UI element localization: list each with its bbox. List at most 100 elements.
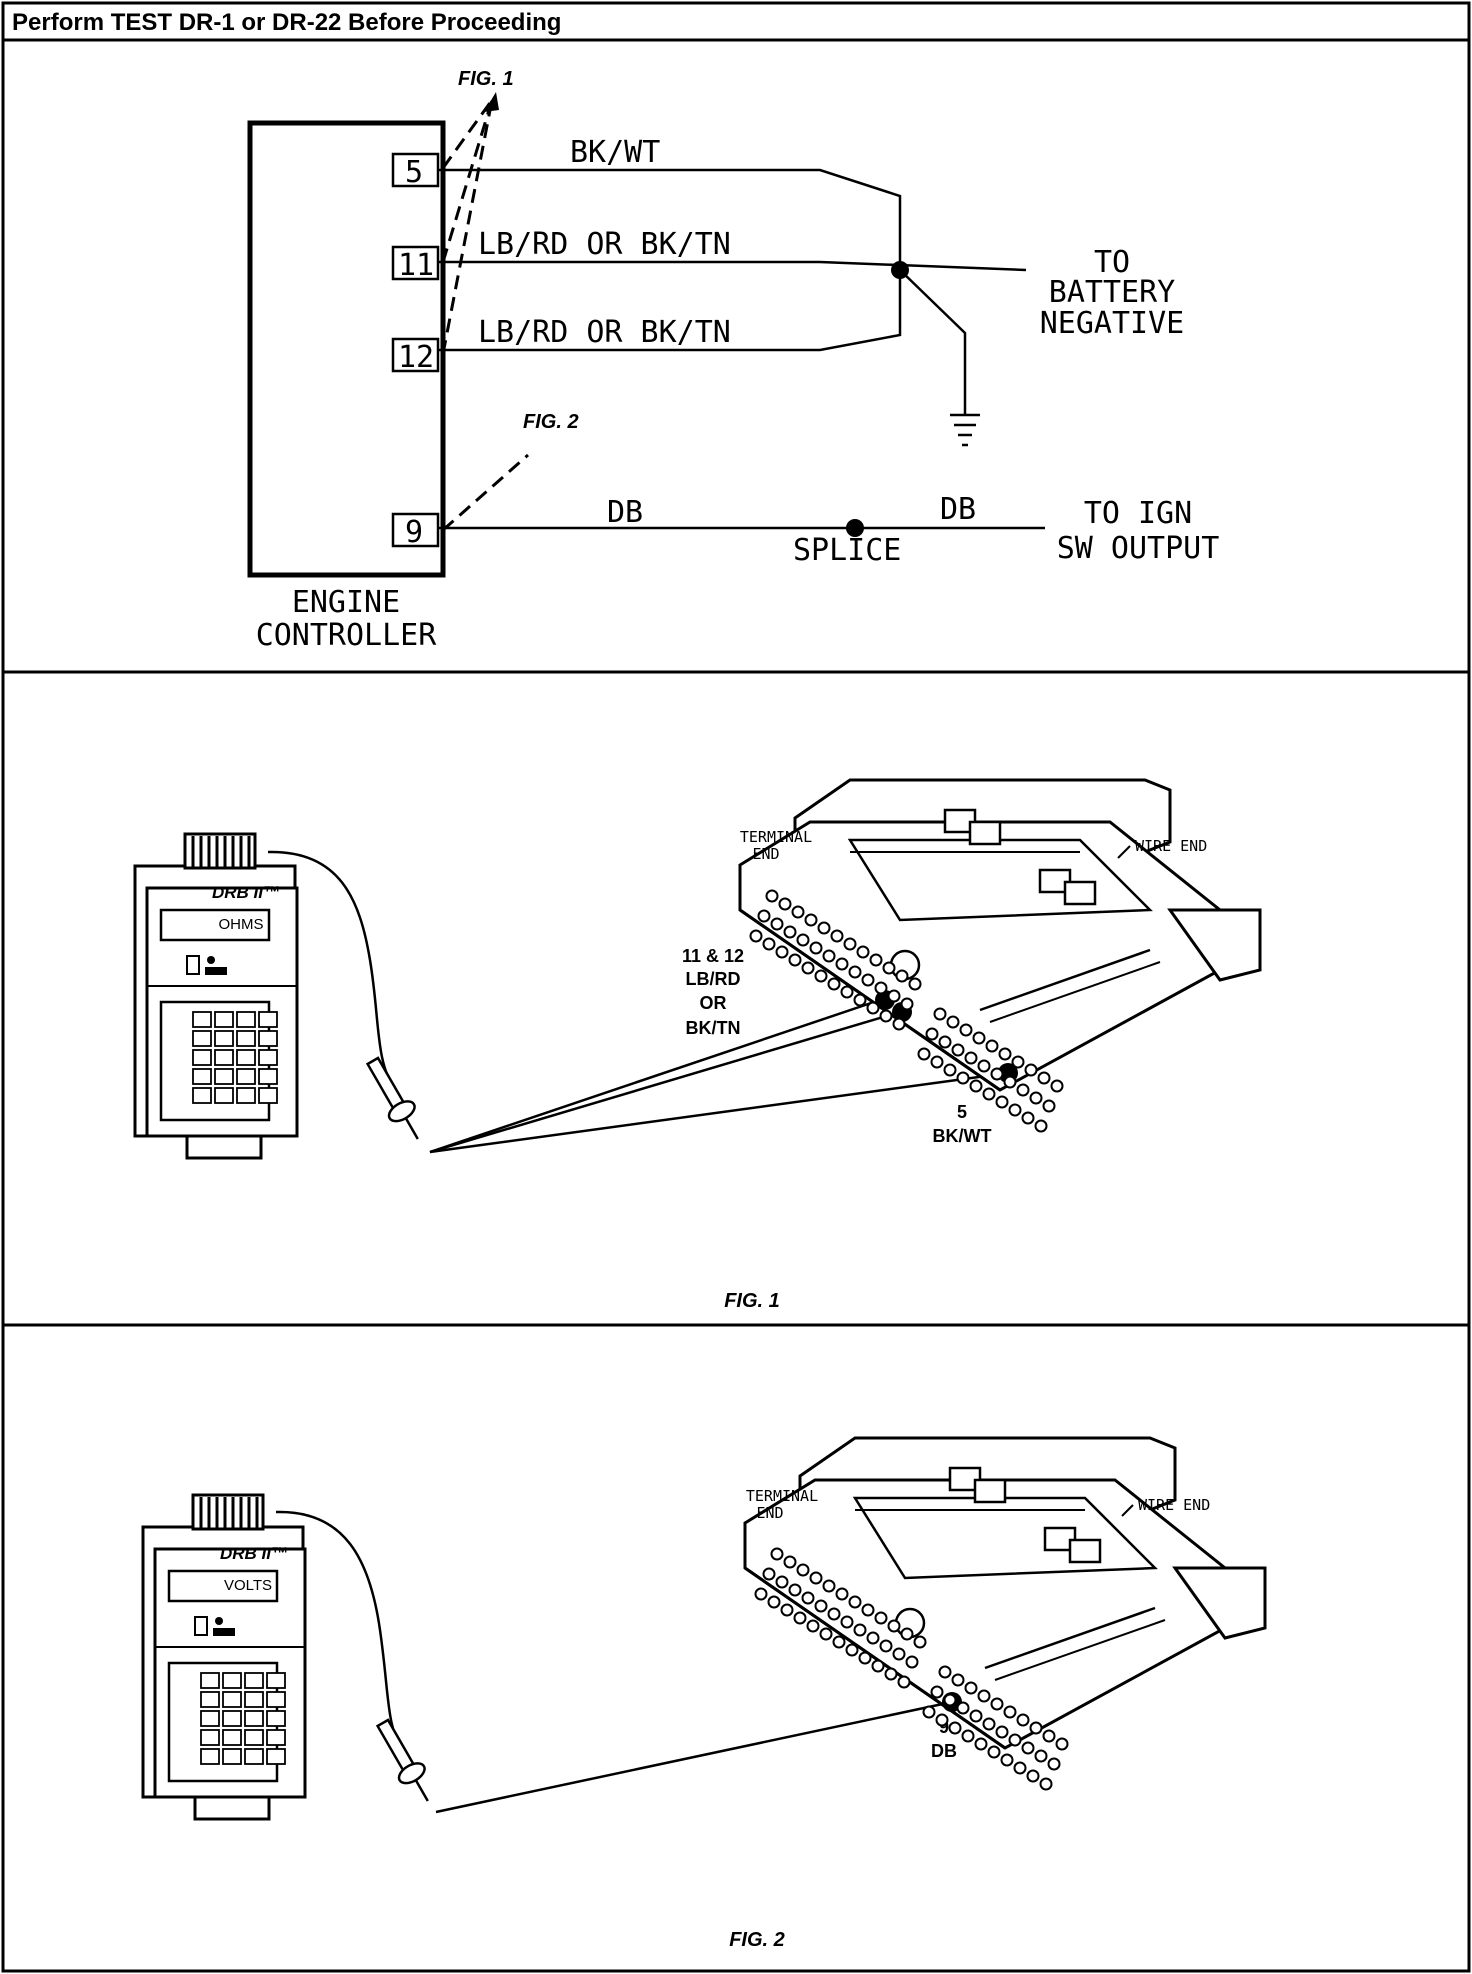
fig1-caption: FIG. 1 [724,1290,780,1312]
connector-terminal [948,1721,962,1735]
connector-terminal [961,1729,975,1743]
connector-terminal [995,1095,1009,1109]
connector-terminal [835,957,849,971]
connector-terminal [930,1685,944,1699]
fig1-probe [365,1056,419,1140]
connector-terminal [974,1737,988,1751]
connector-terminal [1037,1071,1051,1085]
wire-lbrd-12-label: LB/RD OR BK/TN [478,315,731,350]
fig1-tester-brand: DRB II™ [212,883,280,902]
connector-terminal [840,985,854,999]
connector-terminal [897,1675,911,1689]
connector-terminal [938,1035,952,1049]
connector-terminal [879,1009,893,1023]
connector-terminal [791,905,805,919]
connector-terminal [817,921,831,935]
connector-terminal [871,1659,885,1673]
fig1-callout-label: FIG. 1 [458,68,514,90]
fig1-probe-label-a-line1: 11 & 12 [682,946,744,966]
connector-terminal [780,1603,794,1617]
fig1-probe-label-b-line1: 5 [957,1102,967,1122]
connector-terminal [793,1611,807,1625]
connector-terminal [827,1607,841,1621]
connector-terminal [990,1067,1004,1081]
connector-terminal [1029,1721,1043,1735]
connector-terminal [874,1611,888,1625]
connector-terminal [943,1063,957,1077]
connector-terminal [990,1697,1004,1711]
connector-terminal [845,1643,859,1657]
battery-label-line1: TO [1094,245,1130,280]
connector-terminal [1021,1111,1035,1125]
pin-5-box [391,152,440,188]
connector-terminal [801,1591,815,1605]
connector-terminal [809,941,823,955]
connector-terminal [943,1693,957,1707]
fig2-test-lead [275,1510,407,1761]
fig1-test-lead [267,850,397,1091]
connector-terminal [1034,1119,1048,1133]
fig2-terminal-end-line1: TERMINAL [746,1487,818,1505]
fig2-callout-line [442,453,529,532]
connector-terminal [832,1635,846,1649]
connector-terminal [1029,1091,1043,1105]
fig2-probe [375,1718,429,1802]
ground-symbol [950,413,980,447]
connector-terminal [814,969,828,983]
wire-bkwt-label: BK/WT [570,135,660,170]
fig2-wire-end: WIRE END [1138,1496,1210,1514]
connector-terminal [1034,1749,1048,1763]
wire-db-right-label: DB [940,492,976,527]
connector-terminal [754,1587,768,1601]
connector-terminal [964,1681,978,1695]
connector-terminal [951,1043,965,1057]
connector-terminal [1013,1761,1027,1775]
fig1-connector-pins [749,889,1064,1133]
connector-terminal [843,937,857,951]
wire-lbrd-11-label: LB/RD OR BK/TN [478,227,731,262]
connector-terminal [762,1567,776,1581]
connector-terminal [887,1619,901,1633]
connector-terminal [801,961,815,975]
connector-terminal [969,1709,983,1723]
connector-terminal [775,945,789,959]
connector-terminal [778,897,792,911]
connector-terminal [882,961,896,975]
connector-terminal [1000,1753,1014,1767]
connector-terminal [977,1689,991,1703]
fig2-caption: FIG. 2 [729,1929,785,1951]
connector-terminal [930,1055,944,1069]
connector-terminal [866,1631,880,1645]
fig2-connector-pins [754,1547,1069,1791]
connector-terminal [1016,1083,1030,1097]
battery-label-line2: BATTERY [1049,275,1175,310]
header-title: Perform TEST DR-1 or DR-22 Before Procee… [12,9,561,36]
connector-terminal [900,997,914,1011]
fig1-probe-lines [429,998,1009,1154]
connector-terminal [819,1627,833,1641]
connector-terminal [830,929,844,943]
fig1-tester-display: OHMS [219,916,264,933]
splice-label: SPLICE [793,533,901,568]
fig1-callout-lines [441,99,494,355]
connector-terminal [848,1595,862,1609]
ign-label-line2: SW OUTPUT [1057,531,1220,566]
connector-terminal [861,973,875,987]
connector-terminal [959,1023,973,1037]
connector-terminal [835,1587,849,1601]
connector-terminal [757,909,771,923]
connector-terminal [767,1595,781,1609]
connector-terminal [840,1615,854,1629]
splice-dot [846,519,864,537]
connector-terminal [806,1619,820,1633]
connector-terminal [917,1047,931,1061]
connector-terminal [822,949,836,963]
connector-terminal [749,929,763,943]
connector-terminal [1047,1757,1061,1771]
connector-terminal [879,1639,893,1653]
connector-terminal [1042,1729,1056,1743]
fig2-probe-label-line2: DB [931,1741,957,1761]
connector-terminal [809,1571,823,1585]
connector-terminal [951,1673,965,1687]
